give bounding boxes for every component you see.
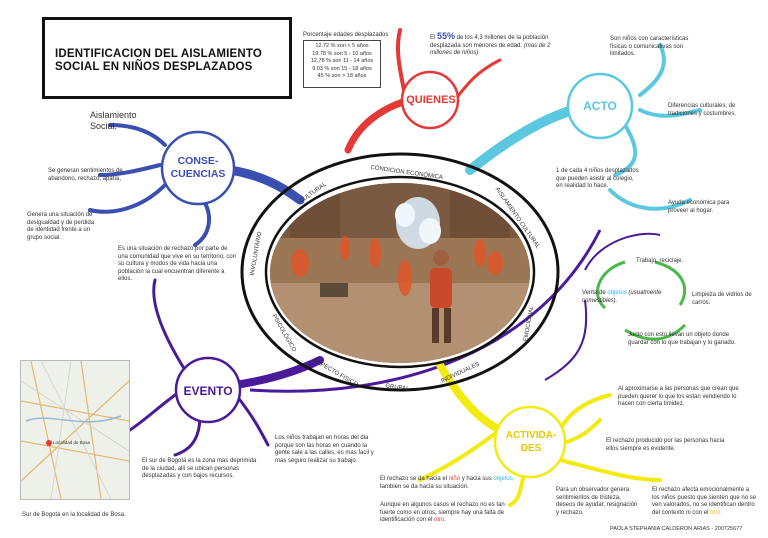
stats-row: 9.03 % son 15 - 18 años <box>312 65 372 72</box>
acto-label: ACTO <box>583 99 617 113</box>
consecuencias-item: Es una situación de rechazo por parte de… <box>118 246 237 282</box>
acto-item: Ayuda económica para proveer al hogar. <box>668 200 730 214</box>
map-caption: Sur de Bogotá en la localidad de Bosa. <box>22 512 126 518</box>
quienes-pct: 55% <box>437 31 456 41</box>
acto-item: 1 de cada 4 niños desplazados que pueden… <box>556 168 639 189</box>
evento-text: Los niños trabajan en horas del dia porq… <box>275 435 374 464</box>
actividades-item: Al aproximarse a las personas que crean … <box>618 386 739 407</box>
quienes-text: El 55% de los 4,3 millones de la poblaci… <box>430 31 551 57</box>
evento-label: EVENTO <box>183 384 233 398</box>
actividades-rechazo: El rechazo se da hacia el niño y hacia s… <box>380 476 515 490</box>
author: PAOLA STEPHANIA CALDERON ARIAS - 2007256… <box>610 526 743 532</box>
stats-row: 12.78 % son 11 - 14 años <box>310 58 374 64</box>
map-illustration <box>21 361 129 499</box>
trabajo-item: Junto con esto llevan un objeto donde gu… <box>628 332 736 346</box>
stats-row: 19.78 % son 5 - 10 años <box>312 50 372 57</box>
trabajo-item: Trabajo, reciclaje. <box>636 258 684 264</box>
trabajo-item: Limpieza de vidrios de carros. <box>692 292 752 306</box>
acto-item: Diferencias culturales, de tradiciones y… <box>668 103 737 117</box>
acto-item: Son niños con características físicas o … <box>610 36 689 57</box>
evento-text: El sur de Bogotá es la zona mas deprimid… <box>142 458 257 479</box>
consecuencias-item: Genera una situación de desigualdad y de… <box>27 212 95 241</box>
actividades-aunque: Aunque en algunos casos el rechazo no es… <box>380 502 505 523</box>
quienes-label: QUIENES <box>406 94 456 106</box>
stats-row: 45 % son > 18 años <box>317 73 367 79</box>
trabajo-item: Venta de objetos (usualmente comestibles… <box>582 290 662 304</box>
diagram-title: IDENTIFICACION DEL AISLAMIENTO SOCIAL EN… <box>55 48 263 73</box>
consecuencias-label: CONSE-CUENCIAS <box>170 155 226 180</box>
stats-row: 12.72 % son < 5 años <box>315 43 369 49</box>
map-label: Localidad de Bosa <box>53 440 91 445</box>
bogota-map: Localidad de Bosa <box>20 360 130 500</box>
consecuencias-item: Aislamiento Social. <box>90 110 137 131</box>
actividades-item: Para un observador genera sentimientos d… <box>556 487 638 516</box>
photo-illustration <box>270 183 530 363</box>
actividades-label: ACTIVIDA-DES <box>505 430 557 454</box>
consecuencias-item: Se generan sentimientos de abandono, rec… <box>48 168 123 182</box>
street-photo <box>270 183 530 363</box>
title-box: IDENTIFICACION DEL AISLAMIENTO SOCIAL EN… <box>42 17 292 99</box>
stats-box: 12.72 % son < 5 años 19.78 % son 5 - 10 … <box>303 40 381 88</box>
stats-heading: Porcentaje edades desplazados <box>303 32 389 38</box>
actividades-item: El rechazo afecta emocionalmente a los n… <box>652 487 757 516</box>
actividades-item: El rechazo producido por las personas ha… <box>606 438 725 452</box>
